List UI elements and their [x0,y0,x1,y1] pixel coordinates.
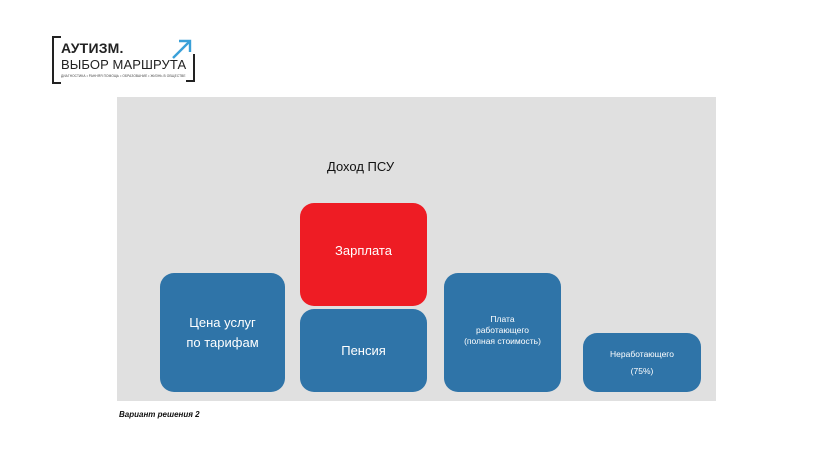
box-tariff-prices: Цена услуг по тарифам [160,273,285,392]
box-salary-label: Зарплата [335,243,392,258]
box-nonworking: Неработающего (75%) [583,333,701,392]
logo-title: АУТИЗМ. [61,40,124,56]
box-working-label: Плата работающего (полная стоимость) [464,314,541,346]
logo-bracket-left [52,36,61,84]
diagram-title: Доход ПСУ [327,159,395,174]
diagram-panel: Доход ПСУ Цена услуг по тарифам Зарплата… [117,97,716,401]
box-working-payment: Плата работающего (полная стоимость) [444,273,561,392]
logo-tagline: ДИАГНОСТИКА • РАННЯЯ ПОМОЩЬ • ОБРАЗОВАНИ… [61,74,186,78]
logo-bracket-right [186,54,195,82]
caption: Вариант решения 2 [119,410,200,419]
box-pension: Пенсия [300,309,427,392]
box-salary: Зарплата [300,203,427,306]
box-nonworking-label: Неработающего (75%) [610,348,674,376]
arrow-icon [172,39,192,59]
logo: АУТИЗМ. ВЫБОР МАРШРУТА ДИАГНОСТИКА • РАН… [52,36,197,84]
logo-subtitle: ВЫБОР МАРШРУТА [61,57,187,72]
box-pension-label: Пенсия [341,343,386,358]
box-tariff-label: Цена услуг по тарифам [186,314,259,350]
